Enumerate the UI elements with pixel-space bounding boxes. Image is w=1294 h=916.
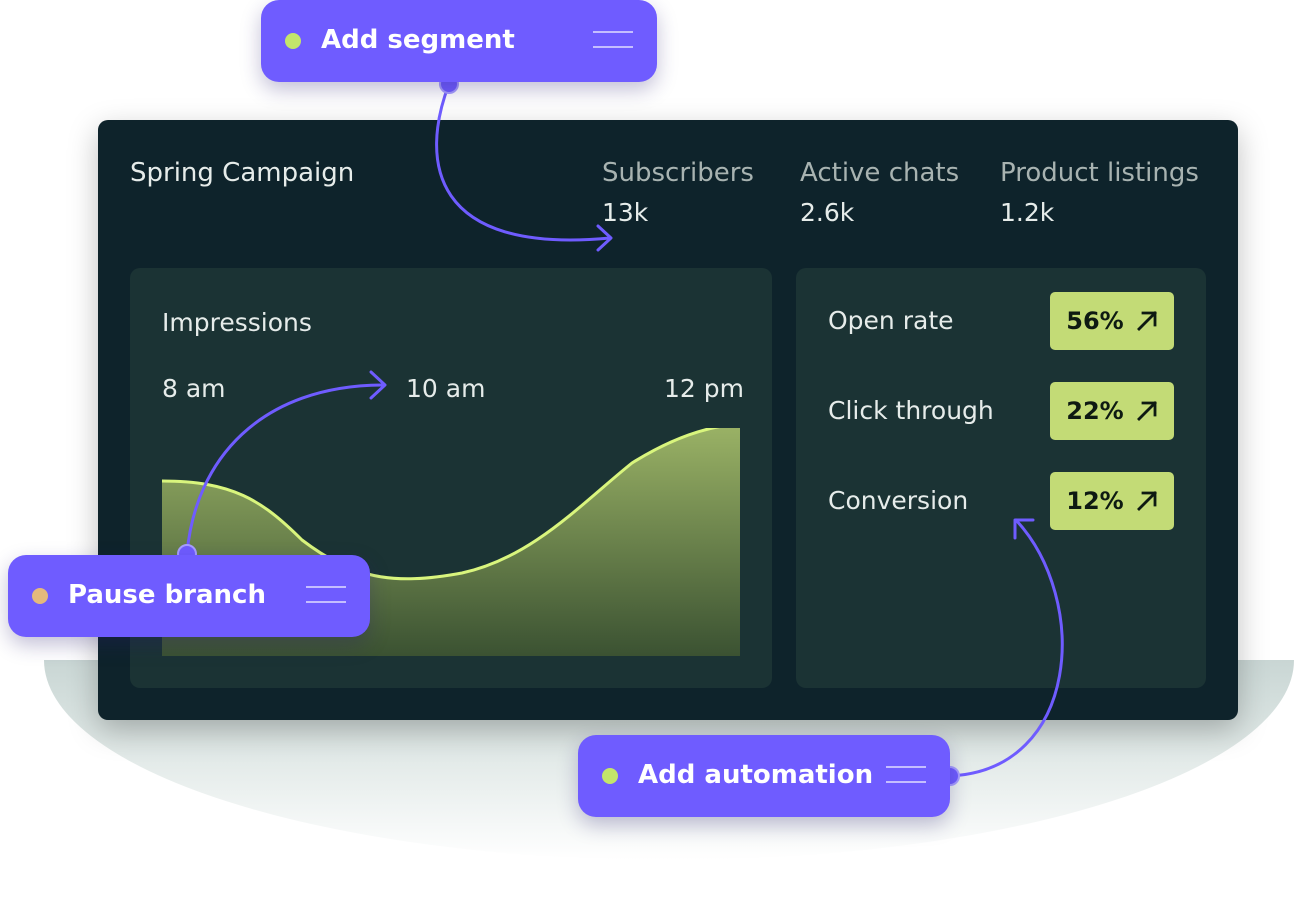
arrow-up-right-icon — [1136, 401, 1157, 421]
status-dot — [602, 768, 618, 784]
metric-active-chats: Active chats 2.6k — [800, 158, 959, 227]
metric-label: Active chats — [800, 158, 960, 188]
metric-value: 13k — [602, 198, 649, 227]
metric-value: 2.6k — [800, 198, 855, 227]
status-dot — [285, 33, 301, 49]
arrow-up-right-icon — [1136, 491, 1157, 511]
metric-product-listings: Product listings 1.2k — [1000, 158, 1199, 227]
node-label: Pause branch — [68, 580, 266, 610]
add-automation-node[interactable]: Add automation — [578, 735, 950, 817]
pause-branch-node[interactable]: Pause branch — [8, 555, 370, 637]
add-segment-node[interactable]: Add segment — [261, 0, 657, 82]
rate-label: Conversion — [828, 486, 969, 515]
impressions-line — [162, 428, 720, 581]
node-label: Add automation — [638, 760, 874, 790]
metric-label: Product listings — [1000, 158, 1199, 188]
rate-label: Open rate — [828, 306, 954, 335]
rate-badge: 12% — [1050, 472, 1174, 530]
status-dot — [32, 588, 48, 604]
drag-handle-icon[interactable] — [306, 586, 346, 603]
rate-badge: 22% — [1050, 382, 1174, 440]
campaign-title: Spring Campaign — [130, 158, 355, 188]
rate-row-conversion: Conversion 12% — [828, 472, 1174, 530]
campaign-dashboard: Spring Campaign Subscribers 13k Active c… — [98, 120, 1238, 720]
connector-automation-to-conversion — [948, 518, 1064, 778]
drag-handle-icon[interactable] — [593, 31, 633, 48]
metric-label: Subscribers — [602, 158, 754, 188]
connector-pause-to-10am — [185, 383, 386, 556]
arrow-up-right-icon — [1136, 311, 1157, 331]
time-label-8am: 8 am — [162, 374, 226, 403]
drag-handle-icon[interactable] — [886, 766, 926, 783]
rate-value: 56% — [1066, 307, 1124, 335]
impressions-title: Impressions — [162, 308, 312, 337]
arrowhead-subscribers — [596, 224, 613, 252]
metric-subscribers: Subscribers 13k — [602, 158, 754, 227]
time-label-12pm: 12 pm — [664, 374, 744, 403]
rate-value: 22% — [1066, 397, 1124, 425]
rate-row-open-rate: Open rate 56% — [828, 292, 1174, 350]
rate-row-click-through: Click through 22% — [828, 382, 1174, 440]
time-label-10am: 10 am — [406, 374, 486, 403]
node-label: Add segment — [321, 25, 515, 55]
metric-value: 1.2k — [1000, 198, 1055, 227]
rate-value: 12% — [1066, 487, 1124, 515]
rate-label: Click through — [828, 396, 994, 425]
arrowhead-10am — [369, 370, 387, 400]
rates-panel: Open rate 56% Click through 22% Conversi… — [796, 268, 1206, 688]
rate-badge: 56% — [1050, 292, 1174, 350]
connector-segment-to-subscribers — [435, 82, 612, 242]
arrowhead-conversion — [1013, 518, 1035, 540]
